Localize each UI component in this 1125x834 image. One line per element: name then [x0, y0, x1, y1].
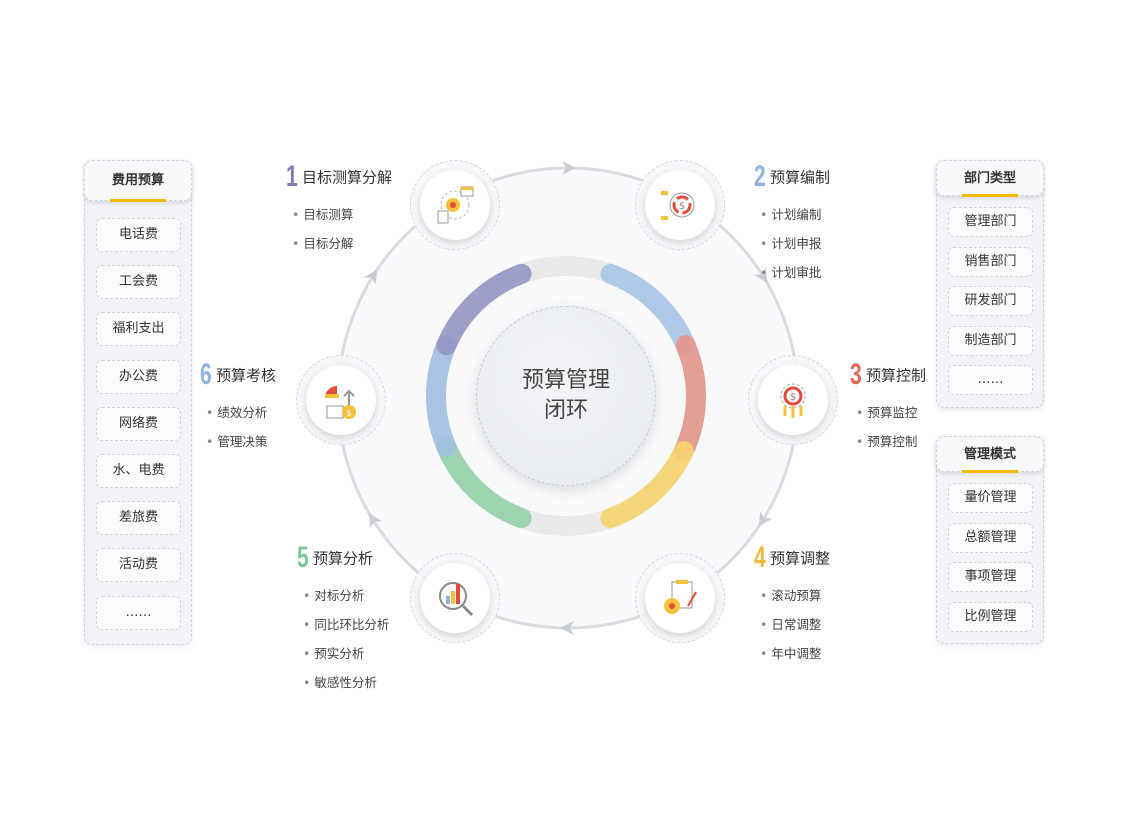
flow-arrow-icon	[562, 161, 576, 175]
panel-title: 部门类型	[963, 171, 1016, 186]
flow-arrow-icon	[560, 621, 574, 635]
chart-magnifier-icon	[439, 582, 474, 617]
stage-subitem: 管理决策	[200, 431, 276, 450]
clipboard-gear-icon	[664, 580, 697, 614]
panel-item[interactable]: 事项管理	[948, 562, 1033, 592]
stage-title: 预算考核	[216, 366, 277, 385]
center-circle: 预算管理 闭环	[476, 306, 656, 486]
center-title: 预算管理	[521, 368, 610, 393]
panel-item[interactable]: 差旅费	[96, 501, 181, 536]
panel-item[interactable]: 管理部门	[948, 207, 1033, 237]
stage-4-label: 4预算调整滚动预算日常调整年中调整	[754, 541, 830, 662]
svg-text:$: $	[679, 201, 685, 212]
ring-segment-stage2	[600, 263, 696, 356]
panel-header: 管理模式	[936, 436, 1044, 473]
panel-item[interactable]: 活动费	[96, 548, 181, 583]
expense-budget-panel: 费用预算 电话费工会费福利支出办公费网络费水、电费差旅费活动费 ……	[84, 160, 192, 645]
panel-item[interactable]: 办公费	[96, 359, 181, 394]
stage-subitem: 目标分解	[286, 233, 392, 252]
stage-subitem: 日常调整	[754, 614, 830, 633]
dollar-cycle-icon: $	[661, 191, 695, 220]
panel-header: 费用预算	[84, 160, 192, 202]
svg-text:$: $	[346, 409, 352, 419]
node-inner	[420, 563, 490, 633]
stage-5-node[interactable]	[410, 553, 500, 643]
stage-number: 3	[850, 358, 862, 391]
stage-subitem: 计划编制	[754, 204, 830, 223]
stage-1-label: 1目标测算分解目标测算目标分解	[286, 160, 392, 252]
stage-subitem: 敏感性分析	[297, 672, 389, 691]
stage-2-label: 2预算编制计划编制计划申报计划审批	[754, 160, 830, 281]
panel-item[interactable]: 研发部门	[948, 286, 1033, 316]
panel-item[interactable]: 网络费	[96, 406, 181, 441]
stage-6-label: 6预算考核绩效分析管理决策	[200, 358, 276, 450]
stage-1-node[interactable]	[410, 160, 500, 250]
panel-item[interactable]: ……	[948, 365, 1033, 395]
stage-title: 预算编制	[770, 168, 831, 187]
node-inner	[645, 563, 715, 633]
panel-item[interactable]: 电话费	[96, 218, 181, 252]
panel-item[interactable]: ……	[96, 595, 181, 630]
panel-item[interactable]: 福利支出	[96, 312, 181, 347]
stage-number: 1	[286, 160, 298, 193]
node-inner	[420, 170, 490, 240]
node-inner: $	[645, 170, 715, 240]
stage-title: 预算控制	[866, 366, 927, 385]
header-underline	[962, 194, 1018, 197]
stage-subitem: 预算监控	[850, 402, 926, 421]
stage-subitem: 计划审批	[754, 262, 830, 281]
stage-subitem: 计划申报	[754, 233, 830, 252]
panel-item[interactable]: 工会费	[96, 265, 181, 300]
stage-subitem: 同比环比分析	[297, 614, 389, 633]
stage-6-node[interactable]: $	[296, 355, 386, 445]
stage-title: 预算分析	[313, 549, 374, 568]
stage-subitem: 预实分析	[297, 643, 389, 662]
stage-subitem: 目标测算	[286, 204, 392, 223]
ring-segment-stage3	[673, 335, 706, 461]
stage-subitem: 年中调整	[754, 643, 830, 662]
svg-text:$: $	[790, 392, 796, 403]
stage-subitem: 对标分析	[297, 585, 389, 604]
panel-item[interactable]: 量价管理	[948, 483, 1033, 513]
stage-title: 目标测算分解	[302, 168, 393, 187]
flow-arrow-icon	[363, 269, 378, 285]
stage-number: 4	[754, 541, 766, 574]
panel-title: 管理模式	[963, 447, 1016, 462]
stage-number: 6	[200, 358, 212, 391]
panel-item[interactable]: 比例管理	[948, 601, 1033, 632]
ring-segment-stage1	[436, 263, 532, 356]
stage-title: 预算调整	[770, 549, 831, 568]
panel-item[interactable]: 总额管理	[948, 522, 1033, 553]
coins-chart-icon: $	[325, 386, 356, 419]
dollar-control-icon: $	[780, 383, 806, 418]
flow-arrow-icon	[758, 511, 773, 527]
panel-item[interactable]: 水、电费	[96, 454, 181, 488]
header-underline	[962, 470, 1018, 473]
panel-header: 部门类型	[936, 160, 1044, 197]
node-inner: $	[306, 365, 376, 435]
stage-subitem: 预算控制	[850, 431, 926, 450]
stage-number: 5	[297, 541, 309, 574]
ring-segment-stage5	[436, 436, 532, 529]
management-mode-panel: 管理模式 量价管理总额管理事项管理比例管理	[936, 436, 1044, 644]
panel-title: 费用预算	[111, 173, 164, 188]
ring-segment-stage4	[600, 440, 694, 529]
stage-5-label: 5预算分析对标分析同比环比分析预实分析敏感性分析	[297, 541, 389, 691]
stage-3-node[interactable]: $	[748, 355, 838, 445]
stage-3-label: 3预算控制预算监控预算控制	[850, 358, 926, 450]
stage-subitem: 滚动预算	[754, 585, 830, 604]
stage-2-node[interactable]: $	[635, 160, 725, 250]
panel-item[interactable]: 制造部门	[948, 325, 1033, 356]
panel-item[interactable]: 销售部门	[948, 246, 1033, 277]
flow-arrow-icon	[368, 513, 383, 529]
department-type-panel: 部门类型 管理部门销售部门研发部门制造部门 ……	[936, 160, 1044, 408]
stage-subitem: 绩效分析	[200, 402, 276, 421]
target-gear-icon	[437, 186, 474, 224]
node-inner: $	[758, 365, 828, 435]
stage-4-node[interactable]	[635, 553, 725, 643]
center-subtitle: 闭环	[543, 398, 588, 423]
ring-segment-stage6	[426, 335, 457, 457]
header-underline	[110, 199, 166, 202]
stage-number: 2	[754, 160, 766, 193]
